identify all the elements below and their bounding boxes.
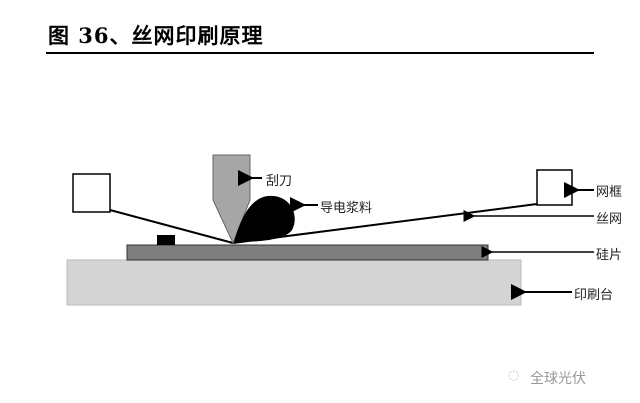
printed-paste-block <box>157 235 175 245</box>
watermark: 全球光伏 <box>530 371 586 387</box>
label-table: 印刷台 <box>574 288 614 303</box>
right-frame <box>536 169 573 206</box>
label-squeegee: 刮刀 <box>266 174 293 189</box>
screen-left <box>109 209 234 244</box>
silicon-wafer <box>126 244 489 261</box>
wechat-icon: ◌ <box>508 368 520 383</box>
label-screen: 丝网 <box>596 212 623 227</box>
screen-right <box>232 203 538 244</box>
conductive-paste <box>234 195 295 242</box>
title-rule <box>46 52 594 54</box>
figure-title: 图 36、丝网印刷原理 <box>48 23 264 48</box>
printing-table <box>66 259 522 306</box>
label-wafer: 硅片 <box>596 248 623 263</box>
left-frame <box>72 173 111 213</box>
label-paste: 导电浆料 <box>320 201 373 216</box>
label-frame: 网框 <box>596 185 623 200</box>
